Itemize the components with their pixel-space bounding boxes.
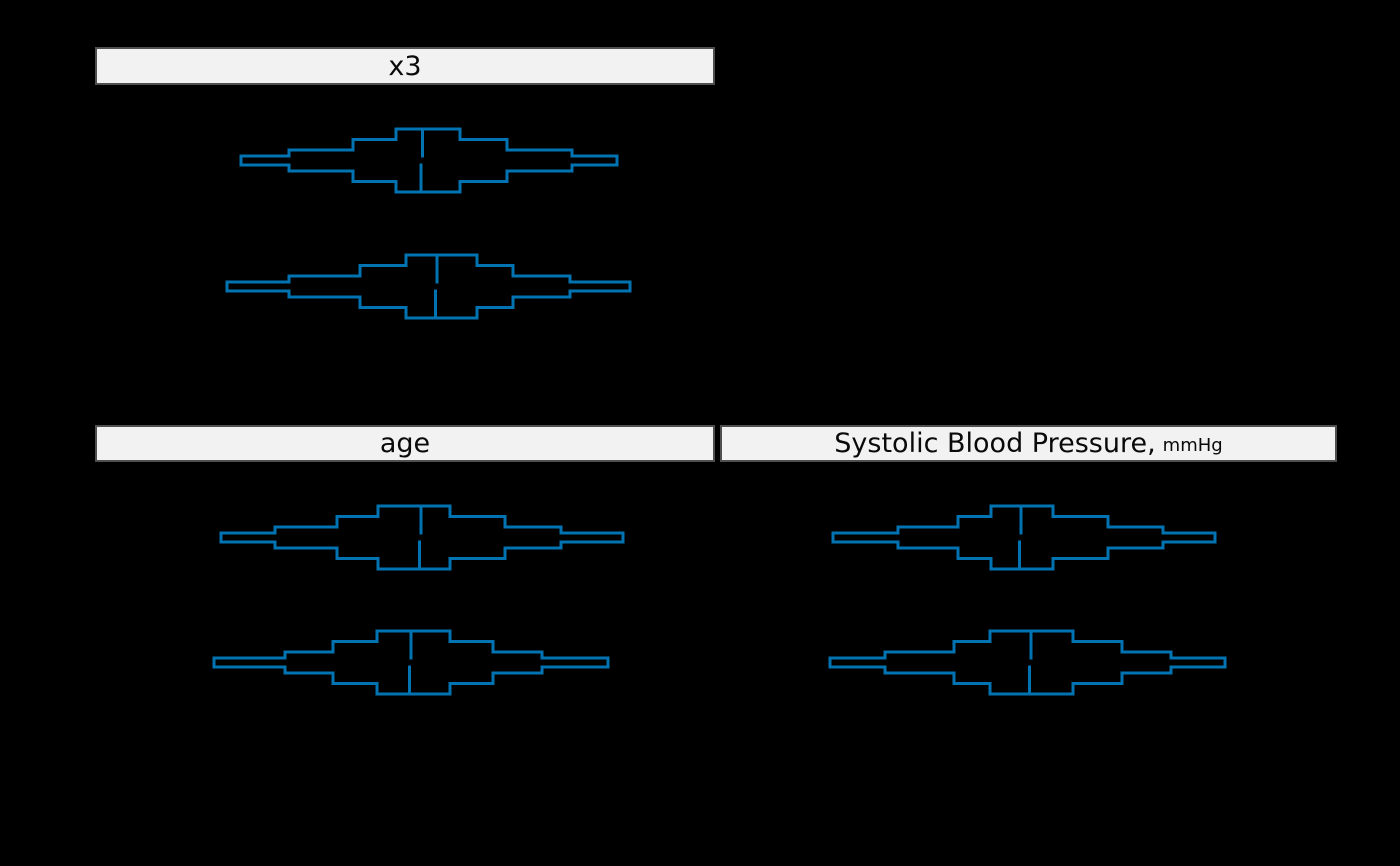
column-header-sbp-label: Systolic Blood Pressure, bbox=[834, 428, 1156, 459]
column-header-age: age bbox=[95, 425, 715, 462]
boxenplot-systolic-blood-pressure-row0 bbox=[831, 504, 1217, 571]
column-header-x3: x3 bbox=[95, 47, 715, 85]
boxen-outline bbox=[212, 629, 610, 696]
boxenplot-systolic-blood-pressure-row1 bbox=[828, 629, 1227, 696]
column-header-age-label: age bbox=[379, 428, 431, 459]
column-header-x3-label: x3 bbox=[388, 50, 422, 82]
column-header-systolic-blood-pressure: Systolic Blood Pressure, mmHg bbox=[720, 425, 1337, 462]
boxen-outline bbox=[225, 253, 632, 320]
boxenplot-x3-row1 bbox=[225, 253, 632, 320]
boxen-outline bbox=[219, 504, 625, 571]
boxen-outline bbox=[239, 127, 619, 194]
boxen-outline bbox=[828, 629, 1227, 696]
boxenplot-x3-row0 bbox=[239, 127, 619, 194]
boxenplot-age-row1 bbox=[212, 629, 610, 696]
boxenplot-age-row0 bbox=[219, 504, 625, 571]
column-header-sbp-unit: mmHg bbox=[1162, 434, 1223, 456]
boxen-outline bbox=[831, 504, 1217, 571]
